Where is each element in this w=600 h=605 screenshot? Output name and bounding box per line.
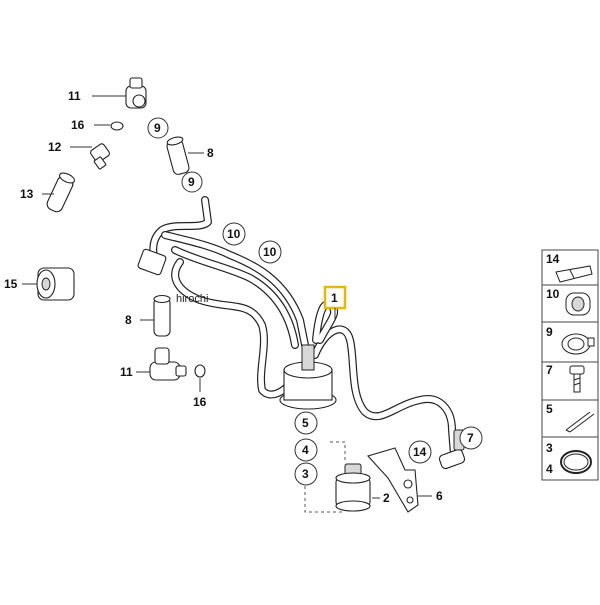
legend-label-10: 10 xyxy=(546,287,560,301)
callout-4: 4 xyxy=(302,443,309,457)
legend-panel: 14 10 9 7 5 3 4 xyxy=(541,249,599,481)
elbow-connector-part-11-bottom[interactable] xyxy=(149,347,187,381)
callout-2: 2 xyxy=(383,491,390,505)
legend-label-3: 3 xyxy=(546,441,553,455)
callout-12: 12 xyxy=(48,140,62,154)
callout-16-top: 16 xyxy=(71,118,85,132)
callout-3: 3 xyxy=(302,467,309,481)
callout-circle-5 xyxy=(294,411,318,435)
callout-7: 7 xyxy=(467,431,474,445)
hose-part-8-mid[interactable] xyxy=(153,294,171,337)
callout-1-highlight: 1 xyxy=(331,291,338,305)
callout-circle-7 xyxy=(459,426,483,450)
legend-label-4: 4 xyxy=(546,462,553,476)
filter-part-2[interactable] xyxy=(335,463,371,512)
callout-10-b: 10 xyxy=(263,245,277,259)
callout-15: 15 xyxy=(4,277,18,291)
bolt-icon xyxy=(569,365,585,393)
o-ring-icon xyxy=(560,450,592,474)
callout-6: 6 xyxy=(436,489,443,503)
callout-circle-10-b xyxy=(258,240,282,264)
callout-5: 5 xyxy=(302,416,309,430)
fuel-line-assembly-part-1[interactable] xyxy=(137,196,466,470)
callout-13: 13 xyxy=(20,187,34,201)
callout-10-a: 10 xyxy=(227,227,241,241)
hose-clamp-icon xyxy=(561,333,595,355)
grommet-part-15[interactable] xyxy=(36,267,75,301)
hose-part-8-top[interactable] xyxy=(166,136,190,176)
watermark-text: hirochi xyxy=(176,293,208,305)
callout-circle-9-bottom xyxy=(181,171,203,193)
legend-label-9: 9 xyxy=(546,325,553,339)
o-ring-part-16-top[interactable] xyxy=(110,121,124,131)
clip-icon xyxy=(555,265,593,283)
legend-label-7: 7 xyxy=(546,363,553,377)
callout-circle-10-a xyxy=(222,222,246,246)
callout-11-bottom: 11 xyxy=(120,365,133,379)
spring-clip-icon xyxy=(565,411,595,433)
legend-label-14: 14 xyxy=(546,252,560,266)
callout-9-top: 9 xyxy=(154,121,161,135)
callout-16-bottom: 16 xyxy=(193,395,207,409)
callout-14: 14 xyxy=(413,445,427,459)
o-ring-part-16-bottom[interactable] xyxy=(194,364,206,378)
callout-circle-3 xyxy=(294,462,318,486)
callout-11-top: 11 xyxy=(68,89,81,103)
legend-label-5: 5 xyxy=(546,402,553,416)
double-clamp-icon xyxy=(565,292,591,316)
callout-8-mid: 8 xyxy=(125,313,132,327)
nozzle-part-12[interactable] xyxy=(89,143,110,170)
callout-circle-9-top xyxy=(147,117,169,139)
callout-circle-4 xyxy=(294,438,318,462)
elbow-connector-part-11-top[interactable] xyxy=(125,77,147,109)
callout-9-bottom: 9 xyxy=(188,175,195,189)
short-hose-part-13[interactable] xyxy=(45,171,76,214)
callout-circle-14 xyxy=(408,440,432,464)
bracket-part-6[interactable] xyxy=(367,447,419,513)
callout-8-top: 8 xyxy=(207,146,214,160)
